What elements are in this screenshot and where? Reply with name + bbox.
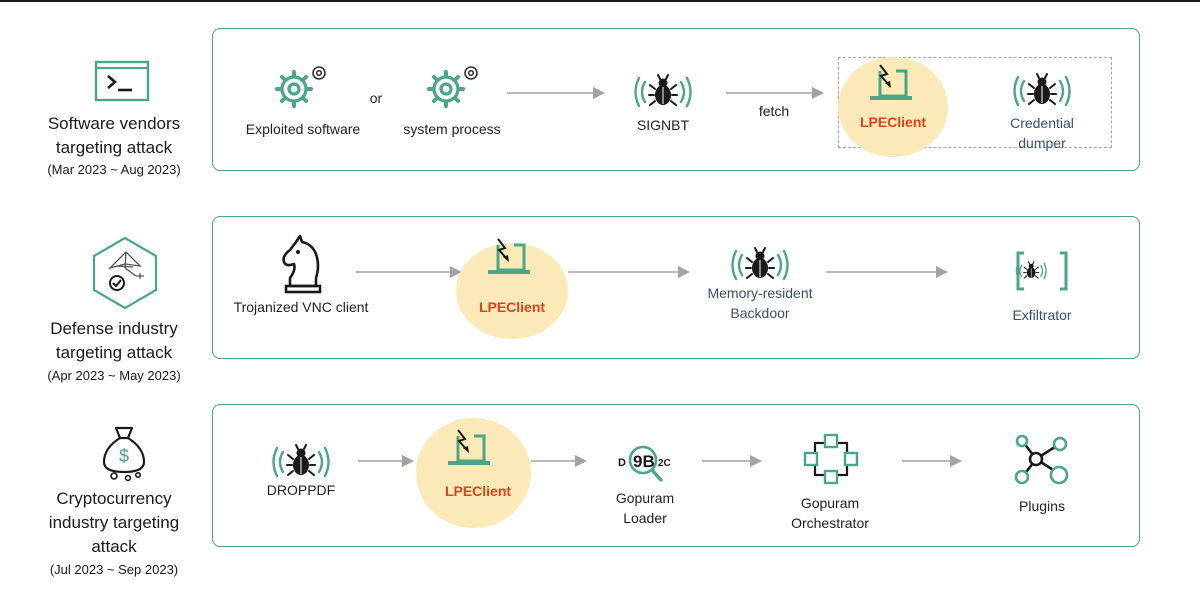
droppdf-label: DROPPDF bbox=[266, 482, 336, 498]
laptop-exploit-icon bbox=[866, 64, 916, 109]
flow-arrow bbox=[702, 454, 762, 472]
row-title-line: targeting attack bbox=[55, 138, 173, 157]
label-line: Gopuram bbox=[800, 495, 860, 511]
defense-drone-icon bbox=[88, 236, 162, 315]
highlight-glow bbox=[416, 418, 531, 528]
signbt-label: SIGNBT bbox=[636, 117, 690, 133]
plugins-label: Plugins bbox=[1019, 498, 1065, 514]
fetch-label: fetch bbox=[758, 103, 790, 119]
exfiltrator-bug-icon bbox=[1016, 251, 1068, 296]
flow-arrow bbox=[726, 86, 824, 104]
label-line: Backdoor bbox=[730, 305, 790, 321]
flow-arrow bbox=[902, 454, 962, 472]
memory-resident-backdoor-label: Memory-resident Backdoor bbox=[680, 283, 840, 323]
gear-icon bbox=[272, 63, 332, 114]
gear-icon bbox=[424, 63, 484, 114]
lpeclient-label: LPEClient bbox=[444, 483, 512, 499]
gopuram-loader-label: Gopuram Loader bbox=[595, 488, 695, 528]
row-title-line: industry targeting bbox=[48, 513, 180, 532]
row-title: Cryptocurrency industry targeting attack bbox=[24, 487, 204, 559]
flow-arrow bbox=[826, 265, 948, 283]
highlight-glow bbox=[456, 243, 568, 339]
credential-dumper-label: Credential dumper bbox=[987, 113, 1097, 153]
system-process-label: system process bbox=[403, 121, 501, 137]
orchestrator-icon bbox=[802, 433, 860, 490]
row-title-line: Cryptocurrency bbox=[56, 489, 172, 508]
label-line: Credential bbox=[1010, 115, 1074, 131]
row-title-line: attack bbox=[91, 537, 137, 556]
label-line: Gopuram bbox=[615, 490, 675, 506]
top-border-line bbox=[0, 0, 1200, 2]
plugins-network-icon bbox=[1012, 433, 1072, 498]
row-date: (Apr 2023 ~ May 2023) bbox=[47, 368, 181, 383]
attack-flow-panel bbox=[212, 404, 1140, 547]
row-title-line: Software vendors bbox=[47, 114, 181, 133]
loader-glyph-right: 2C bbox=[658, 458, 671, 469]
terminal-icon bbox=[94, 60, 150, 107]
flow-arrow bbox=[507, 86, 605, 104]
chess-knight-icon bbox=[278, 234, 326, 299]
bug-icon bbox=[633, 72, 693, 117]
row-title: Defense industry targeting attack bbox=[24, 317, 204, 365]
exfiltrator-label: Exfiltrator bbox=[1012, 307, 1072, 323]
lpeclient-label: LPEClient bbox=[859, 114, 927, 130]
loader-glyph-left: D bbox=[618, 457, 626, 469]
row-date: (Jul 2023 ~ Sep 2023) bbox=[49, 562, 179, 577]
trojanized-vnc-label: Trojanized VNC client bbox=[233, 299, 369, 315]
laptop-exploit-icon bbox=[484, 238, 534, 283]
flow-arrow bbox=[531, 454, 587, 472]
flow-arrow bbox=[356, 265, 462, 283]
exploited-software-label: Exploited software bbox=[245, 121, 361, 137]
flow-arrow bbox=[568, 265, 690, 283]
money-bag-icon: $ bbox=[98, 422, 150, 487]
svg-text:$: $ bbox=[119, 446, 129, 466]
flow-arrow bbox=[358, 454, 414, 472]
bug-icon bbox=[1012, 71, 1072, 116]
row-title-line: targeting attack bbox=[55, 343, 173, 362]
lpeclient-label: LPEClient bbox=[478, 299, 546, 315]
row-title-line: Defense industry bbox=[50, 319, 178, 338]
attack-flow-panel bbox=[212, 216, 1140, 359]
label-line: Loader bbox=[623, 510, 667, 526]
laptop-exploit-icon bbox=[444, 429, 494, 474]
highlight-glow bbox=[838, 57, 948, 157]
row-title: Software vendors targeting attack bbox=[24, 112, 204, 160]
loader-magnifier-icon: D 9B 2C bbox=[616, 441, 676, 488]
loader-glyph-mid: 9B bbox=[633, 452, 655, 471]
or-label: or bbox=[369, 90, 383, 106]
label-line: dumper bbox=[1018, 135, 1066, 151]
label-line: Orchestrator bbox=[791, 515, 869, 531]
row-date: (Mar 2023 ~ Aug 2023) bbox=[47, 162, 181, 177]
label-line: Memory-resident bbox=[707, 285, 813, 301]
gopuram-orchestrator-label: Gopuram Orchestrator bbox=[775, 493, 885, 533]
